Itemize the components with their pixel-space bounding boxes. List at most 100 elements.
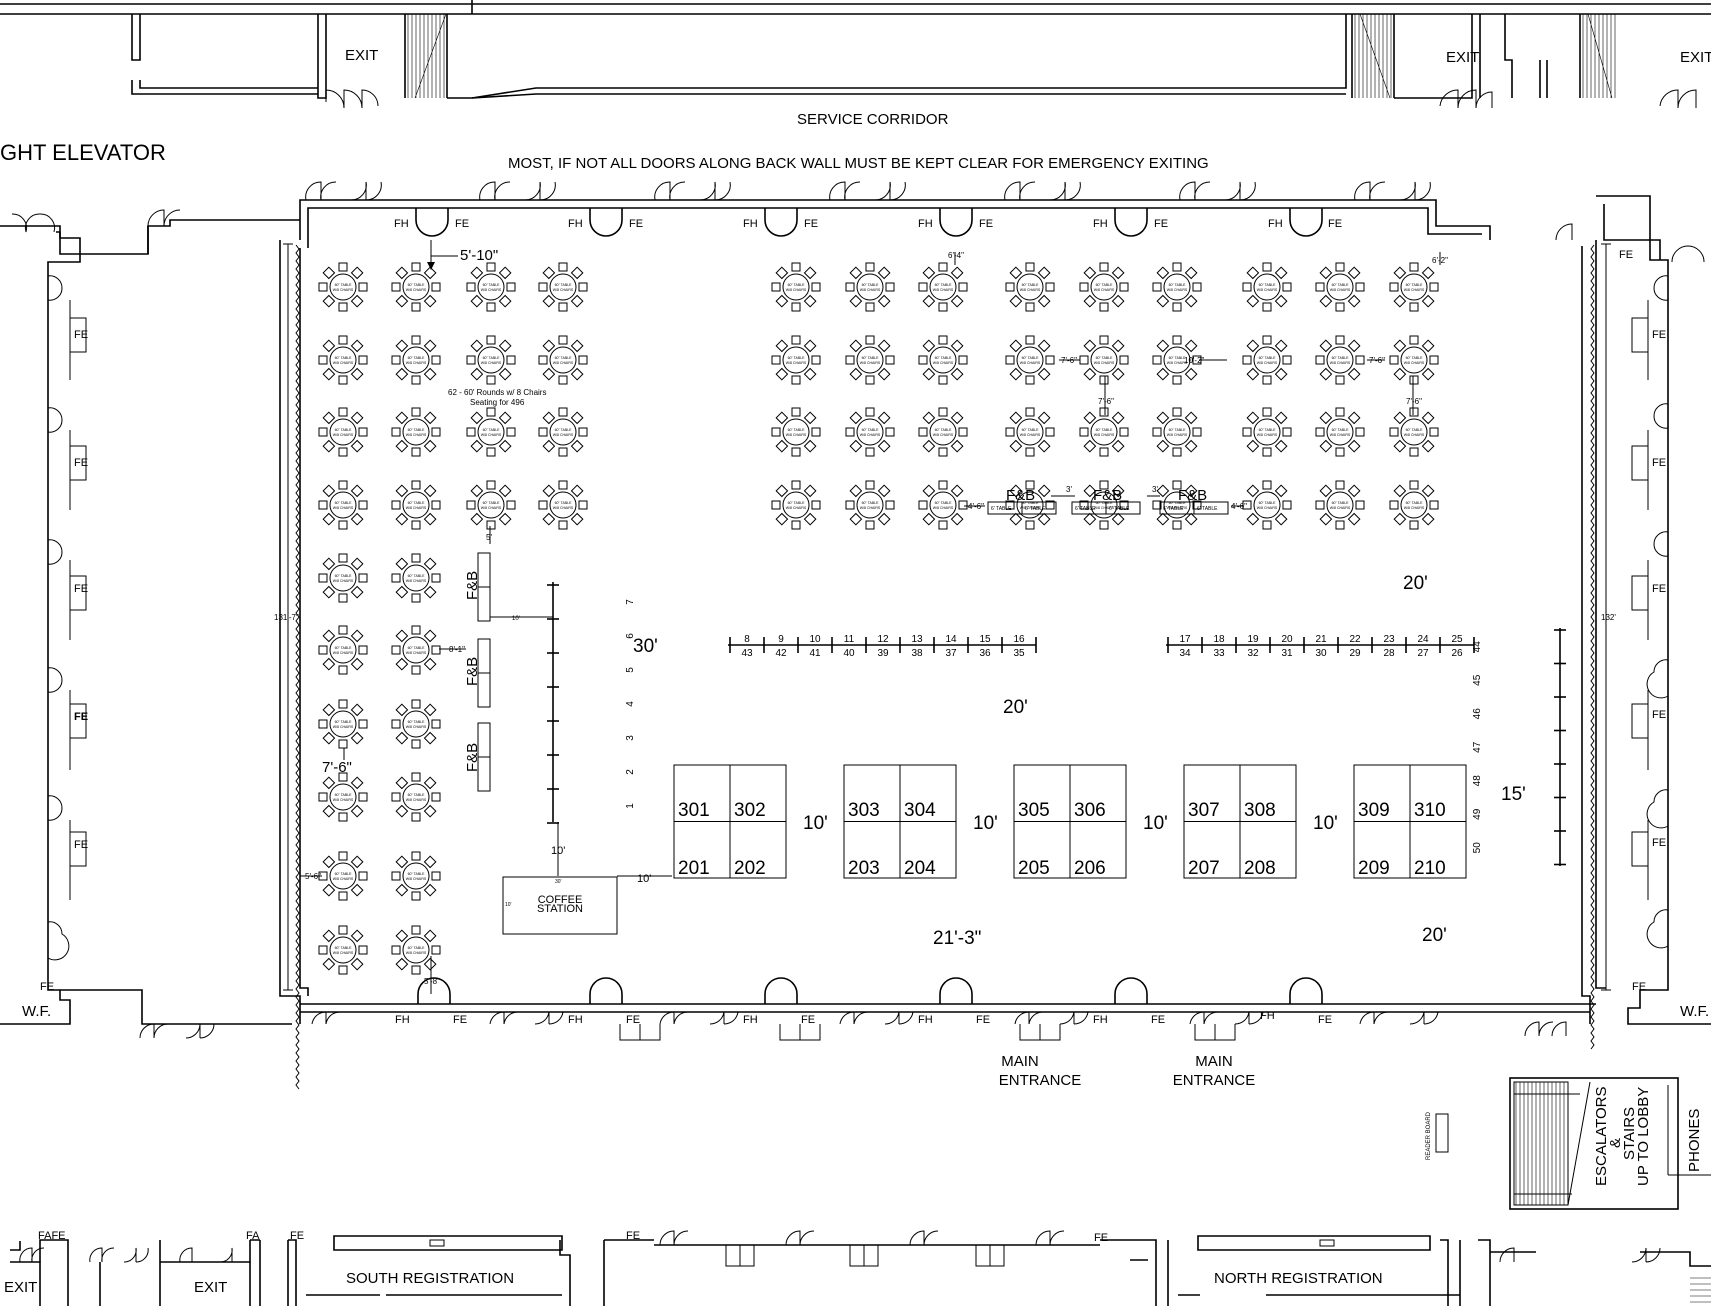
chair	[431, 945, 441, 955]
dimension-10: 10'	[512, 616, 520, 622]
stair-hatching-right	[1582, 13, 1616, 99]
booth-number: 31	[1281, 648, 1293, 659]
chair	[1025, 480, 1035, 490]
chair	[542, 512, 556, 526]
booth-number: 25	[1451, 634, 1463, 645]
chair	[322, 266, 336, 280]
table-label: 60" TABLE	[408, 428, 426, 432]
chair	[791, 335, 801, 345]
chair	[542, 411, 556, 425]
chair	[542, 367, 556, 381]
chair	[498, 294, 512, 308]
chair	[803, 484, 817, 498]
seating-note: 62 - 60' Rounds w/ 8 Chairs	[448, 388, 546, 397]
chair	[322, 512, 336, 526]
chair	[570, 266, 584, 280]
chair	[811, 500, 821, 510]
chair	[338, 375, 348, 385]
chair	[322, 804, 336, 818]
chair	[1335, 335, 1345, 345]
booth-number: 205	[1018, 858, 1050, 879]
chair	[1389, 500, 1399, 510]
reader-board-label: READER BOARD	[1426, 1111, 1432, 1160]
chair	[1099, 302, 1109, 312]
chair	[395, 512, 409, 526]
chair	[1037, 512, 1051, 526]
chair	[1274, 339, 1288, 353]
dimension-20: 20'	[1003, 697, 1028, 718]
chair	[775, 294, 789, 308]
booth-number: 208	[1244, 858, 1276, 879]
fnb-label: F&B	[464, 571, 481, 600]
chair	[558, 262, 568, 272]
chair	[849, 439, 863, 453]
chair	[411, 772, 421, 782]
exit-label: EXIT	[1680, 49, 1711, 66]
chair	[431, 719, 441, 729]
chair	[1025, 262, 1035, 272]
fh-label: FH	[743, 218, 758, 230]
chair	[423, 294, 437, 308]
fire-alarm-fe-label: FAFE	[38, 1230, 66, 1242]
chair	[423, 629, 437, 643]
chair	[431, 871, 441, 881]
booth-number: 29	[1349, 648, 1361, 659]
chair	[411, 665, 421, 675]
chair	[1315, 500, 1325, 510]
chair	[486, 480, 496, 490]
table-label: W/8 CHAIRS	[406, 951, 427, 955]
dimension-20: 20'	[1403, 573, 1428, 594]
chair	[1025, 335, 1035, 345]
table-label: W/8 CHAIRS	[406, 651, 427, 655]
chair	[958, 355, 968, 365]
table-label: 60" TABLE	[1406, 283, 1424, 287]
chair	[538, 427, 548, 437]
chair	[411, 925, 421, 935]
booth-number: 206	[1074, 858, 1106, 879]
chair	[1282, 355, 1292, 365]
table-label: 60" TABLE	[862, 283, 880, 287]
chair	[338, 302, 348, 312]
chair	[498, 266, 512, 280]
table-label: 60" TABLE	[1022, 356, 1040, 360]
right-wall-doors	[1555, 223, 1705, 949]
escalators-label: UP TO LOBBY	[1635, 1087, 1652, 1186]
booth-number: 43	[741, 648, 753, 659]
chair	[431, 792, 441, 802]
chair	[506, 500, 516, 510]
booth-number: 17	[1179, 634, 1191, 645]
chair	[358, 500, 368, 510]
chair	[803, 439, 817, 453]
chair	[1274, 439, 1288, 453]
chair	[865, 335, 875, 345]
chair	[558, 407, 568, 417]
dimension-131-7: 131'-7"	[274, 613, 299, 622]
chair	[411, 407, 421, 417]
chair	[1083, 367, 1097, 381]
chair	[918, 427, 928, 437]
chair	[411, 891, 421, 901]
table-label: W/8 CHAIRS	[1330, 288, 1351, 292]
fe-label: FE	[40, 981, 54, 993]
table-label: 60" TABLE	[408, 946, 426, 950]
main-entrance-label: MAIN	[1195, 1053, 1233, 1070]
chair	[775, 484, 789, 498]
chair	[1389, 282, 1399, 292]
booth-number: 4	[625, 701, 636, 707]
chair	[350, 731, 364, 745]
chair	[470, 512, 484, 526]
fnb-vertical-tables	[477, 552, 491, 792]
chair	[1156, 512, 1170, 526]
chair	[1111, 512, 1125, 526]
